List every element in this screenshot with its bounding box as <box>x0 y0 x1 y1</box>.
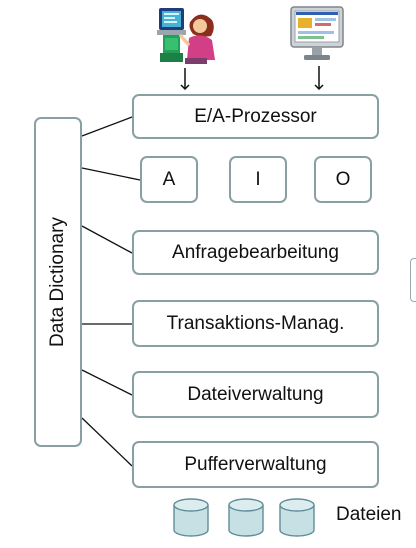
buffer-management-box: Pufferverwaltung <box>132 441 379 488</box>
interface-label-a: A <box>162 168 176 190</box>
database-cylinder-icon <box>173 498 209 537</box>
io-processor-box: E/A-Prozessor <box>132 94 379 139</box>
interface-box-a: A <box>140 156 198 203</box>
buffer-management-label: Pufferverwaltung <box>184 453 327 475</box>
link-buffer-management <box>81 417 133 467</box>
link-file-management <box>81 369 133 396</box>
interface-box-i: I <box>229 156 287 203</box>
database-cylinder-icon <box>279 498 315 537</box>
query-processing-label: Anfragebearbeitung <box>172 241 339 263</box>
database-cylinder-icon <box>228 498 264 537</box>
data-dictionary-box <box>34 117 82 447</box>
link-interfaces <box>81 167 141 181</box>
data-dictionary-label: Data Dictionary <box>47 217 68 347</box>
file-management-box: Dateiverwaltung <box>132 371 379 418</box>
monitor-screen-icon <box>290 6 344 60</box>
interface-label-i: I <box>255 168 261 190</box>
query-processing-box: Anfragebearbeitung <box>132 230 379 275</box>
interface-box-o: O <box>314 156 372 203</box>
database-cylinder-icons <box>173 498 315 537</box>
link-query-processing <box>81 225 133 254</box>
clipped-edge-box <box>410 258 416 302</box>
person-at-computer-icon <box>157 8 215 64</box>
transaction-manager-label: Transaktions-Manag. <box>166 312 345 334</box>
transaction-manager-box: Transaktions-Manag. <box>132 300 379 347</box>
files-label: Dateien <box>336 504 402 525</box>
file-management-label: Dateiverwaltung <box>187 383 324 405</box>
io-processor-label: E/A-Prozessor <box>194 105 317 127</box>
link-io-processor <box>81 116 133 137</box>
interface-label-o: O <box>335 168 351 190</box>
